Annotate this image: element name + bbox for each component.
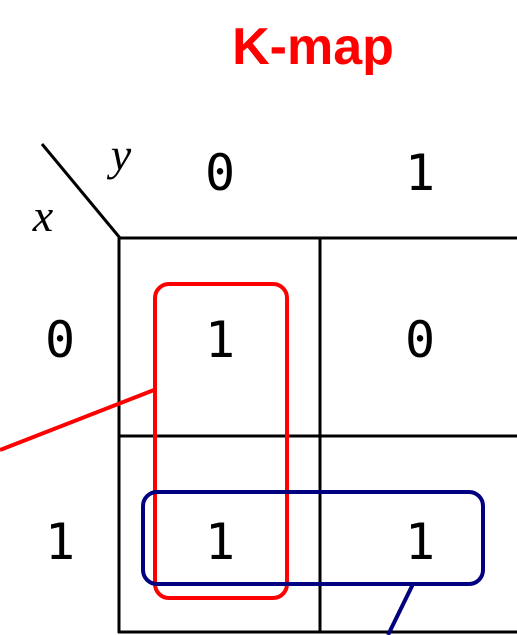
kmap-title: K-map: [232, 18, 394, 76]
horizontal-group-outline: [141, 490, 485, 586]
vertical-group-outline: [153, 282, 289, 600]
row-variable-label: x: [32, 190, 54, 241]
vertical-group-pointer: [0, 388, 155, 452]
cell-x1-y0: 1: [205, 513, 235, 571]
column-variable-label: y: [107, 129, 132, 180]
cell-x0-y1: 0: [405, 311, 435, 369]
cell-x1-y1: 1: [405, 513, 435, 571]
column-header-1: 1: [405, 144, 435, 202]
horizontal-group-pointer: [386, 583, 415, 635]
row-header-0: 0: [45, 311, 75, 369]
cell-x0-y0: 1: [205, 311, 235, 369]
row-header-1: 1: [45, 513, 75, 571]
corner-diagonal: [40, 143, 122, 239]
column-header-0: 0: [205, 144, 235, 202]
